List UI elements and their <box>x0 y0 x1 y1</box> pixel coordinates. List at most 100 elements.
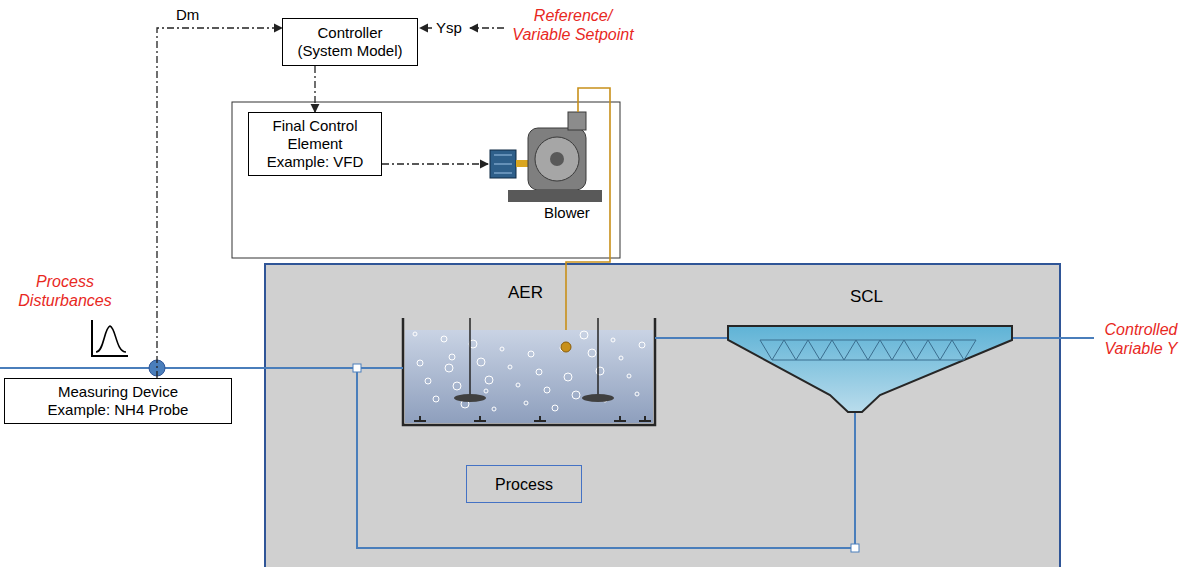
actuator-box: Final Control ElementExample: VFD <box>248 112 382 176</box>
air-bubble <box>445 364 453 372</box>
tank-name: SCL <box>850 288 900 306</box>
tank-wall <box>403 318 655 425</box>
blower-symbol <box>490 112 602 202</box>
truss-member <box>952 340 976 360</box>
air-bubble <box>413 332 417 336</box>
truss-member <box>808 340 832 360</box>
node-text-group: Final Control ElementExample: VFD <box>255 117 375 171</box>
air-bubble <box>492 407 496 411</box>
output-label: Controlled Variable Y <box>1098 320 1184 358</box>
air-bubbles <box>413 331 645 411</box>
influent-line <box>0 367 403 369</box>
signal-connector <box>314 66 315 112</box>
air-bubble <box>552 405 558 411</box>
node-text-group: Measuring DeviceExample: NH4 Probe <box>48 383 189 419</box>
icon-curve <box>96 326 126 352</box>
diffuser <box>414 416 426 421</box>
node-text-group: Controller (System Model) <box>289 24 411 60</box>
part-name: Blower <box>544 204 608 222</box>
air-bubble <box>588 349 596 357</box>
truss-member <box>832 340 856 360</box>
node-label: Controller (System Model) <box>289 24 411 60</box>
air-bubble <box>528 351 534 357</box>
blower-hub <box>550 152 564 166</box>
tank-water <box>405 330 653 423</box>
motor-fin <box>494 173 512 174</box>
node-label: Final Control Element <box>255 117 375 153</box>
setpoint-signal <box>470 27 504 28</box>
process-box: Process <box>466 465 582 503</box>
secondary-clarifier <box>728 326 1012 412</box>
actuator-enclosure <box>232 102 620 258</box>
sensor-box: Measuring DeviceExample: NH4 Probe <box>4 378 232 424</box>
air-bubble <box>484 389 488 393</box>
signal-name: Dm <box>176 6 199 24</box>
node-label: Example: VFD <box>255 153 375 171</box>
air-bubble <box>564 373 572 381</box>
truss-member <box>856 340 880 360</box>
air-bubble <box>433 396 439 402</box>
truss-member <box>880 340 904 360</box>
process-region <box>265 264 1060 567</box>
air-bubble <box>516 383 520 387</box>
air-bubble <box>441 336 447 342</box>
setpoint-label: Reference/ Variable Setpoint <box>508 6 638 44</box>
mixer-shaft <box>469 318 471 398</box>
air-bubble <box>417 360 423 366</box>
air-bubble <box>485 376 493 384</box>
junction <box>353 364 361 372</box>
diffuser <box>614 416 626 421</box>
node-text-group: Process <box>495 475 553 494</box>
air-bubble <box>477 358 485 366</box>
icon-axes <box>92 320 128 356</box>
controller-box: Controller (System Model) <box>282 18 418 66</box>
signal-name: Ysp <box>436 19 466 37</box>
air-bubble <box>544 387 550 393</box>
clarifier-truss <box>760 340 976 360</box>
diffuser <box>534 416 546 421</box>
aeration-tank <box>403 318 655 425</box>
return-sludge-line <box>357 368 855 548</box>
truss-member <box>928 340 952 360</box>
setpoint-signal <box>420 27 432 28</box>
air-bubble <box>572 391 580 399</box>
control-signal <box>382 163 488 164</box>
blower-rotor <box>535 137 579 181</box>
mixer-blade <box>582 394 614 402</box>
motor-fin <box>494 164 512 165</box>
diffuser <box>639 416 651 421</box>
air-bubble <box>536 369 542 375</box>
motor <box>490 150 516 178</box>
air-bubble <box>508 365 512 369</box>
mixed-liquor-line <box>655 337 730 339</box>
air-bubble <box>611 338 615 342</box>
node-label: Example: NH4 Probe <box>48 401 189 419</box>
diffuser <box>474 416 486 421</box>
air-inlet-dot <box>561 342 571 352</box>
disturbance-icon <box>92 320 128 356</box>
air-bubble <box>580 331 588 339</box>
truss-chord <box>760 340 976 360</box>
truss-member <box>904 340 928 360</box>
mixer-shaft <box>597 318 599 398</box>
air-bubble <box>639 342 645 348</box>
node-label: Measuring Device <box>48 383 189 401</box>
blower-outlet <box>568 112 586 130</box>
air-bubble <box>596 367 604 375</box>
mixer-blade <box>454 394 486 402</box>
junction <box>851 544 859 552</box>
truss-member <box>760 340 784 360</box>
blower-base <box>508 190 602 202</box>
air-bubble <box>627 374 631 378</box>
shaft <box>516 160 528 167</box>
air-bubble <box>500 347 504 351</box>
disturbance-label: Process Disturbances <box>6 272 124 310</box>
motor-fin <box>494 155 512 156</box>
signal-connector <box>157 28 282 378</box>
air-bubble <box>453 382 461 390</box>
tank-name: AER <box>508 284 558 302</box>
diffusers <box>414 416 651 421</box>
air-bubble <box>425 378 431 384</box>
